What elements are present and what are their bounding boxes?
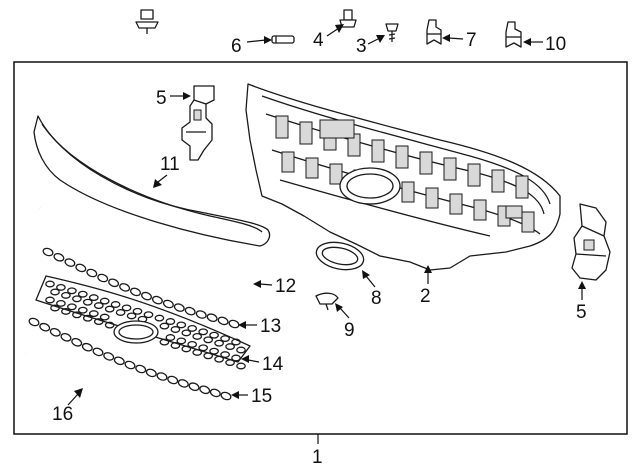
callout-10: 10 xyxy=(523,34,566,55)
svg-text:13: 13 xyxy=(260,316,281,337)
callout-2: 2 xyxy=(420,265,432,307)
svg-text:12: 12 xyxy=(275,276,296,297)
part-7-clip xyxy=(426,19,442,45)
svg-text:15: 15 xyxy=(251,386,272,407)
part-9-clip xyxy=(315,292,339,311)
part-11-upper-molding xyxy=(33,115,271,247)
callout-4: 4 xyxy=(313,30,324,51)
callout-13: 13 xyxy=(238,316,281,337)
svg-text:11: 11 xyxy=(160,154,180,175)
part-13-chain-trim xyxy=(42,247,240,329)
svg-text:8: 8 xyxy=(371,288,382,309)
assembly-frame xyxy=(13,61,628,435)
svg-text:9: 9 xyxy=(344,320,355,341)
callout-12: 12 xyxy=(253,276,296,297)
part-8-emblem xyxy=(315,241,365,271)
callout-1: 1 xyxy=(312,434,323,468)
callout-16: 16 xyxy=(52,388,83,425)
callout-7: 7 xyxy=(442,30,477,51)
callout-3: 3 xyxy=(356,35,385,57)
callout-5-left: 5 xyxy=(156,88,191,109)
part-5-right-bracket xyxy=(571,203,611,281)
part-6-pin xyxy=(271,35,295,44)
svg-text:1: 1 xyxy=(312,447,323,468)
svg-text:5: 5 xyxy=(576,302,587,323)
svg-text:5: 5 xyxy=(156,88,167,109)
callout-6: 6 xyxy=(231,36,272,57)
part-5-left-bracket xyxy=(181,85,215,161)
svg-text:6: 6 xyxy=(231,36,242,57)
callout-8: 8 xyxy=(362,270,382,309)
part-3-bolt xyxy=(385,23,399,42)
svg-text:14: 14 xyxy=(262,354,284,375)
callout-15: 15 xyxy=(231,386,272,407)
svg-text:2: 2 xyxy=(420,286,431,307)
callout-9: 9 xyxy=(335,303,355,341)
part-12-strip xyxy=(39,206,251,284)
part-14-mesh xyxy=(35,275,251,370)
svg-text:3: 3 xyxy=(356,36,367,57)
svg-text:7: 7 xyxy=(466,30,477,51)
svg-text:4: 4 xyxy=(313,30,324,51)
svg-text:10: 10 xyxy=(545,34,566,55)
part-10-clip xyxy=(505,21,522,48)
part-16-lower-strip xyxy=(25,350,223,418)
svg-text:16: 16 xyxy=(52,404,73,425)
callout-5-right: 5 xyxy=(576,281,587,323)
part-2-grille xyxy=(245,83,561,271)
part-15-lower-chain xyxy=(28,317,232,401)
callout-4-leader xyxy=(326,24,344,37)
part-4-clip xyxy=(135,9,159,34)
callout-11: 11 xyxy=(153,154,180,188)
callout-14: 14 xyxy=(241,354,284,375)
